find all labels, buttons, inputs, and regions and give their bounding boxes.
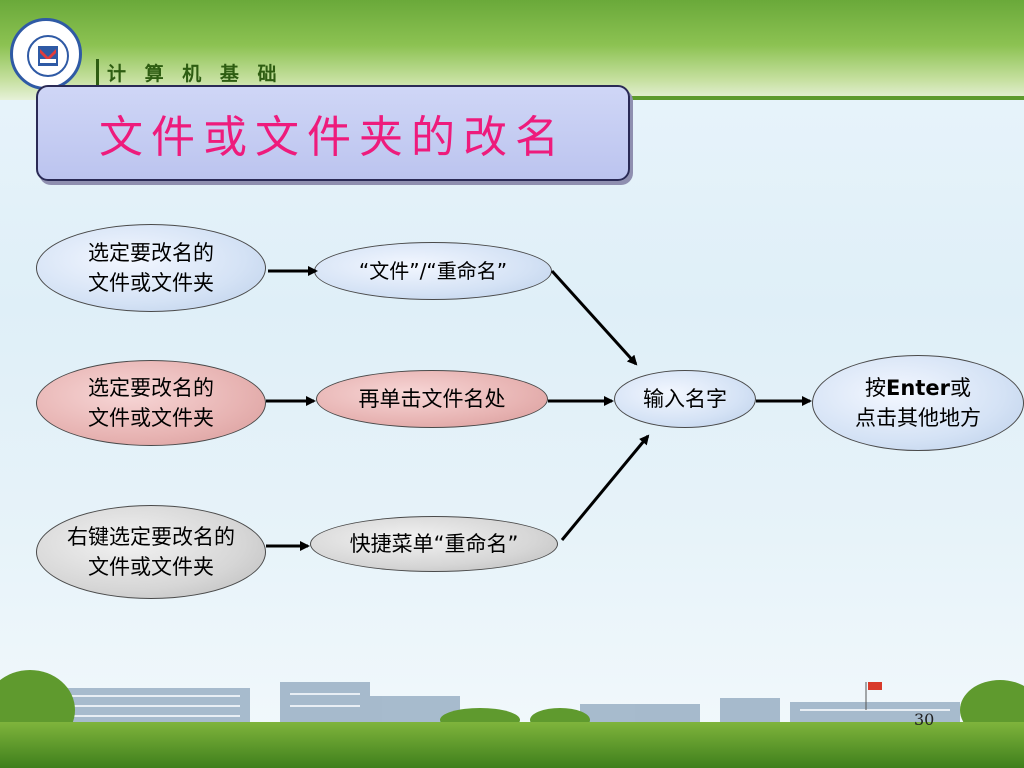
node-label-suffix: 或 点击其他地方 bbox=[855, 376, 981, 430]
node-label: 右键选定要改名的 文件或文件夹 bbox=[67, 525, 235, 579]
node-label: “文件”/“重命名” bbox=[358, 259, 508, 283]
slide-title: 文件或文件夹的改名 bbox=[99, 112, 567, 163]
node-label: 快捷菜单“重命名” bbox=[349, 532, 519, 556]
node-label: 输入名字 bbox=[643, 387, 727, 411]
node-label: 再单击文件名处 bbox=[358, 387, 506, 411]
node-context-menu-rename: 快捷菜单“重命名” bbox=[310, 516, 558, 572]
node-right-click-select: 右键选定要改名的 文件或文件夹 bbox=[36, 505, 266, 599]
node-select-item-1: 选定要改名的 文件或文件夹 bbox=[36, 224, 266, 312]
brand-divider bbox=[96, 59, 99, 85]
page-number: 30 bbox=[914, 710, 935, 729]
course-brand: 计 算 机 基 础 bbox=[96, 58, 282, 86]
node-press-enter: 按Enter或 点击其他地方 bbox=[812, 355, 1024, 451]
arrow-n2-to-n7 bbox=[550, 269, 638, 366]
enter-key-label: Enter bbox=[886, 376, 950, 400]
node-label: 选定要改名的 文件或文件夹 bbox=[88, 241, 214, 295]
node-click-filename: 再单击文件名处 bbox=[316, 370, 548, 428]
node-select-item-2: 选定要改名的 文件或文件夹 bbox=[36, 360, 266, 446]
node-type-name: 输入名字 bbox=[614, 370, 756, 428]
course-name: 计 算 机 基 础 bbox=[107, 62, 283, 85]
arrow-n6-to-n7 bbox=[560, 434, 650, 541]
node-label: 按Enter或 点击其他地方 bbox=[855, 373, 981, 433]
title-box: 文件或文件夹的改名 bbox=[36, 85, 630, 181]
node-label: 选定要改名的 文件或文件夹 bbox=[88, 376, 214, 430]
campus-scenery bbox=[0, 670, 1024, 768]
school-logo bbox=[10, 18, 82, 90]
logo-emblem-icon bbox=[38, 46, 58, 66]
node-label-prefix: 按 bbox=[865, 376, 887, 400]
header-band bbox=[0, 0, 1024, 100]
